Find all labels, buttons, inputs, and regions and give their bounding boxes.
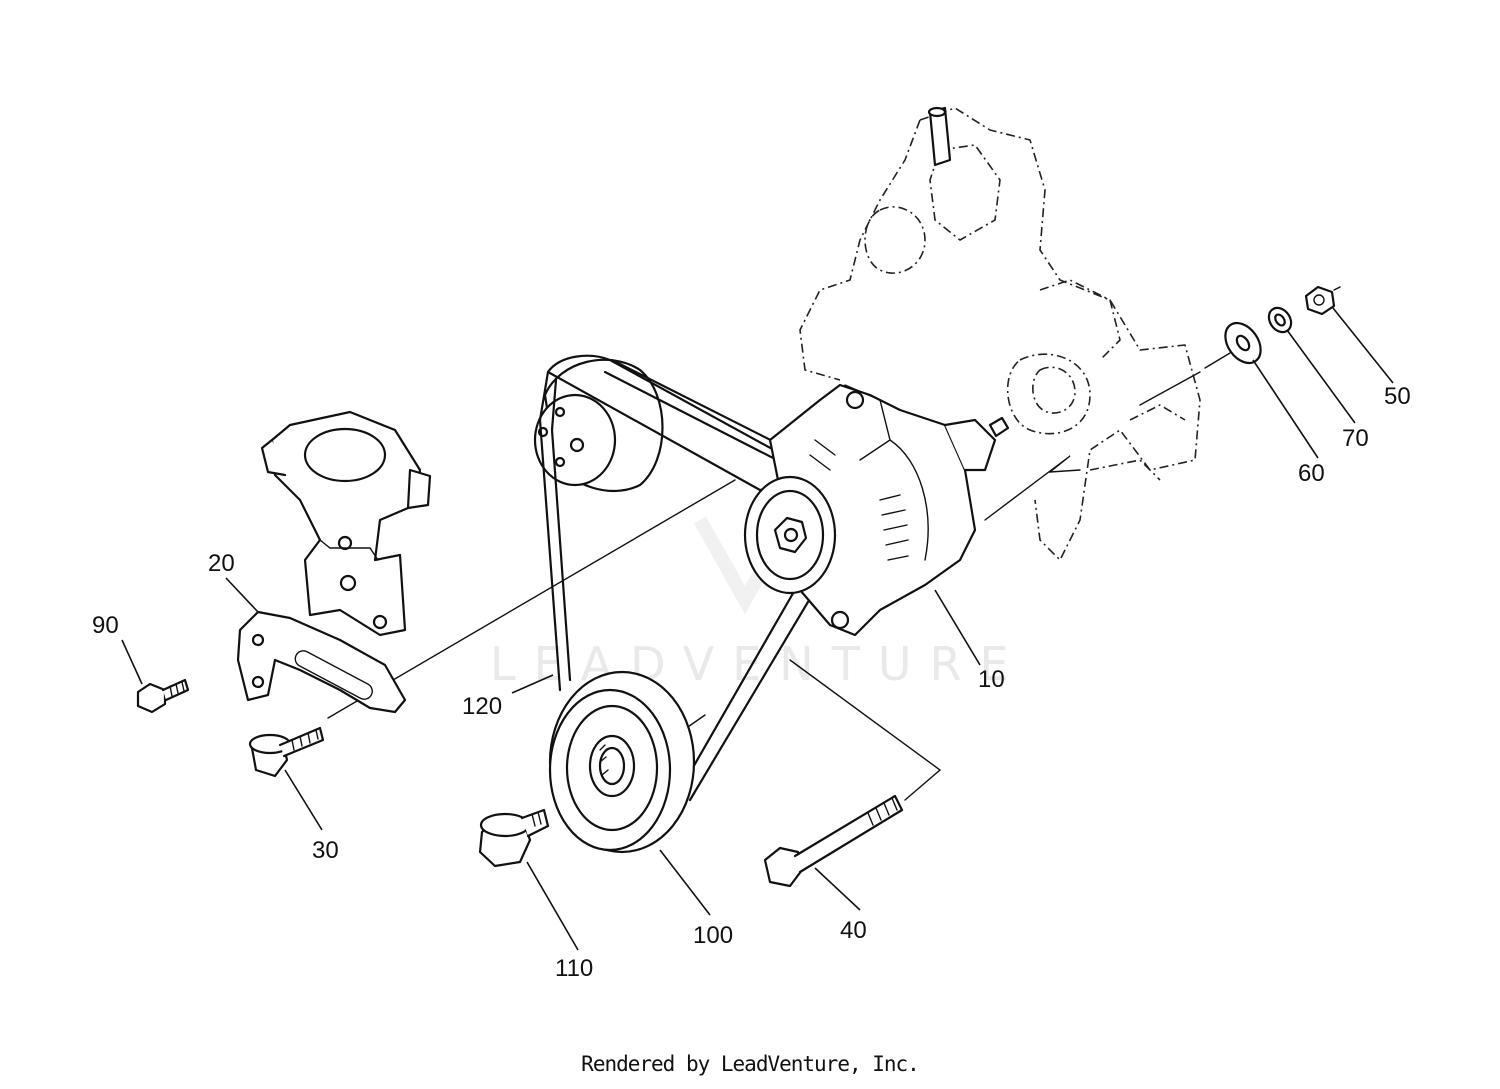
adjusting-bracket [236,610,407,714]
water-pump-housing [260,410,432,637]
callout-70: 70 [1342,425,1369,452]
callout-10: 10 [978,666,1005,693]
bolt-90-icon [136,678,190,714]
engine-stud-icon [927,106,952,167]
fan-pulley [533,358,664,493]
lock-washer-70-icon [1267,306,1293,334]
bolt-30-icon [248,726,325,778]
callout-20: 20 [208,550,235,577]
callout-120: 120 [462,693,502,720]
leader-lines [121,307,1394,951]
callout-100: 100 [693,922,733,949]
watermark-text: LEADVENTURE [490,637,1027,691]
footer-credit: Rendered by LeadVenture, Inc. [581,1052,920,1076]
callout-60: 60 [1298,460,1325,487]
washer-60-icon [1224,321,1262,365]
alternator-pulley [743,475,837,595]
engine-block-outline [799,107,1201,561]
callout-110: 110 [555,955,593,982]
crankshaft-pulley [548,670,696,854]
callout-50: 50 [1384,383,1411,410]
callout-90: 90 [92,612,119,639]
callout-30: 30 [312,837,339,864]
nut-50-icon [1304,285,1341,316]
callout-40: 40 [840,917,867,944]
bolt-110-icon [478,808,550,868]
bolt-40-icon [763,794,904,888]
